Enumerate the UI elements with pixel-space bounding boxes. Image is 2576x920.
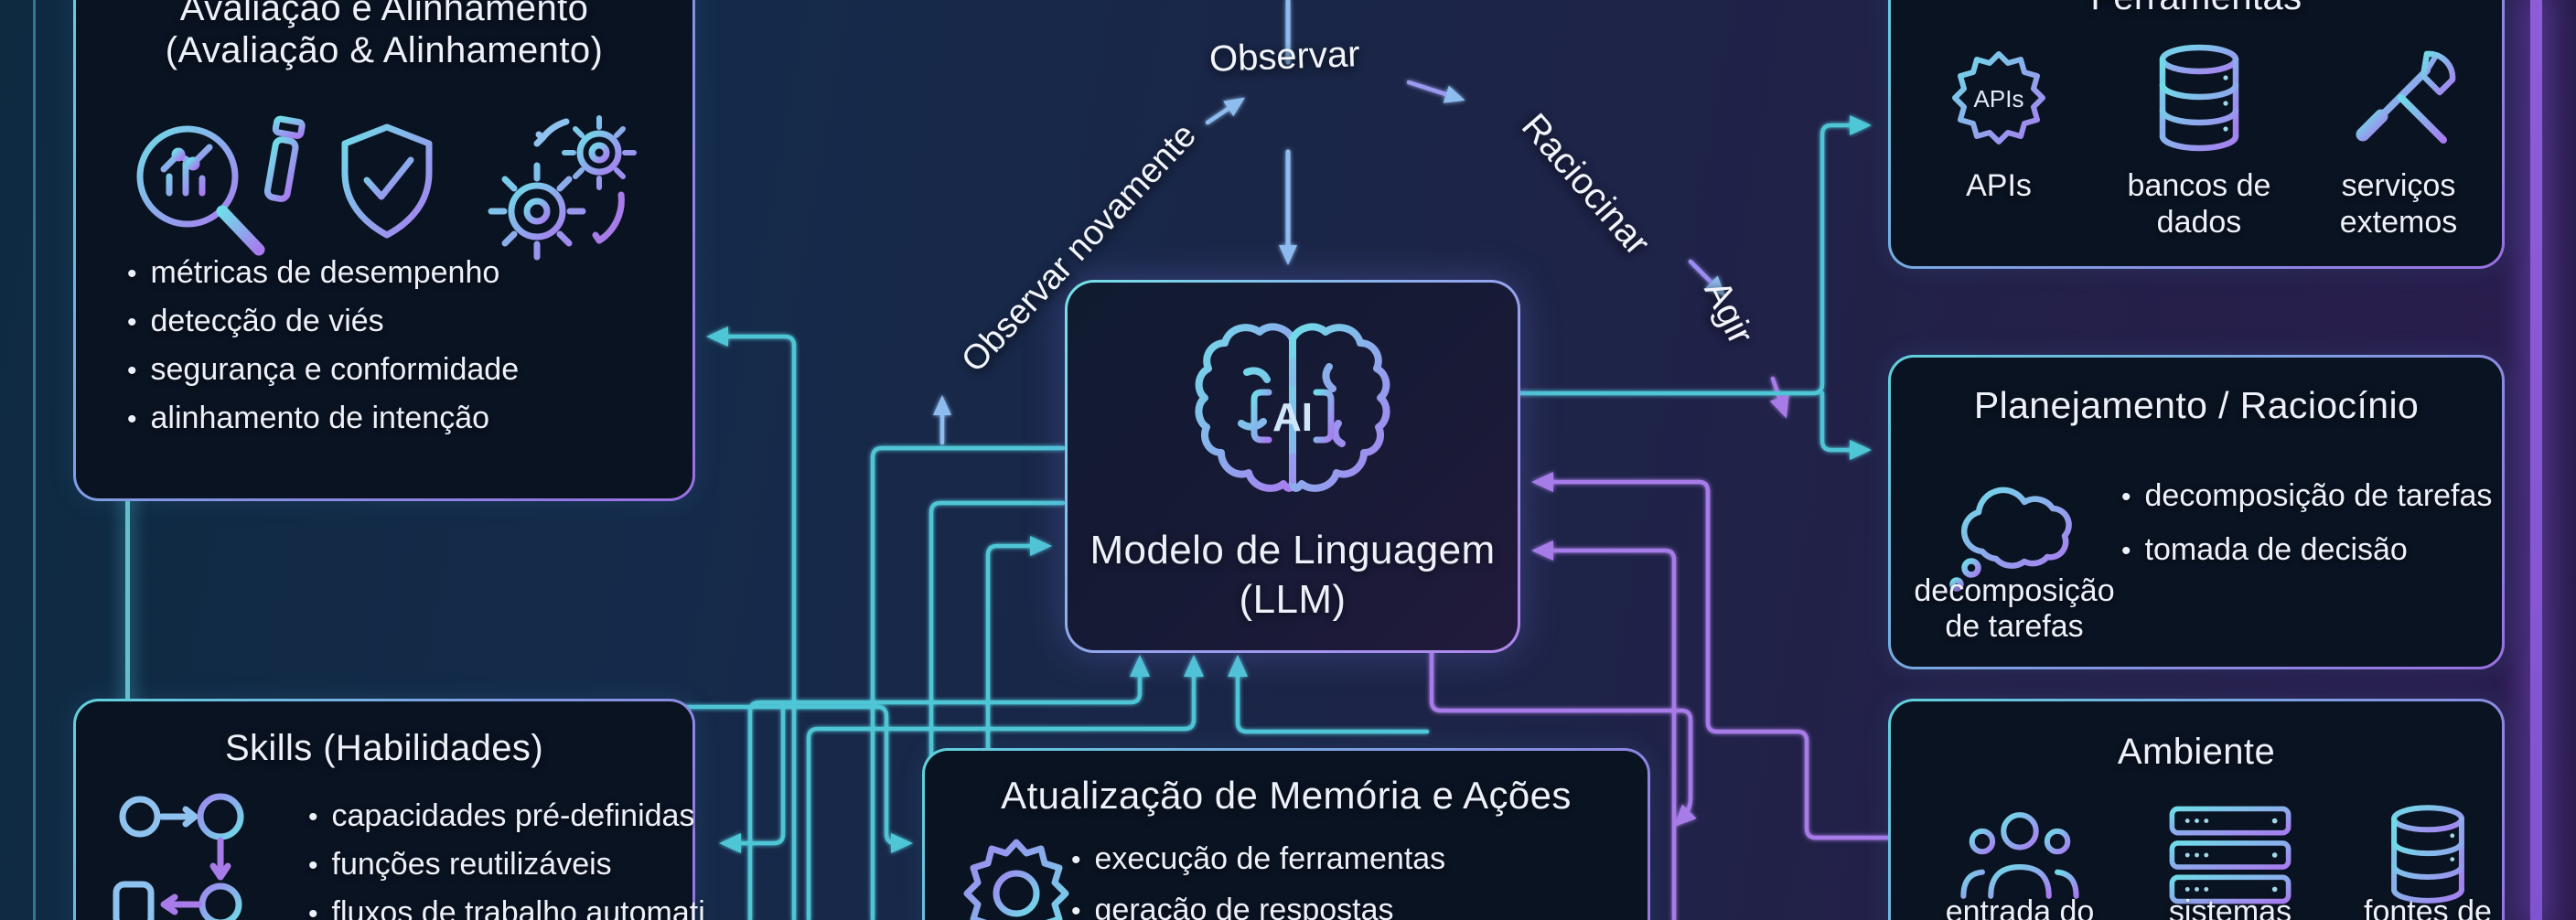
ambiente-label-entrada: entrada do bbox=[1945, 894, 2095, 920]
ferramentas-title: Ferramentas bbox=[1891, 0, 2502, 18]
bullet-dot-icon: • bbox=[127, 259, 137, 289]
llm-title-line2: (LLM) bbox=[1239, 577, 1347, 622]
connector-into-avaliacao bbox=[706, 326, 797, 348]
planejamento-bullet-1: • decomposição de tarefas bbox=[2121, 478, 2492, 514]
bullet-text: métricas de desempenho bbox=[150, 255, 500, 290]
caption-line: decomposição bbox=[1914, 573, 2115, 608]
connector-llm-bottom-3 bbox=[1228, 655, 1430, 734]
label-line: APIs bbox=[1966, 168, 2032, 203]
cycle-label-observar: Observar bbox=[1208, 34, 1361, 80]
atualizacao-bullet-1: • execução de ferramentas bbox=[1071, 841, 1445, 877]
label-line: serviços bbox=[2341, 168, 2456, 203]
label-line: bancos de bbox=[2127, 168, 2271, 203]
bullet-text: fluxos de trabalho automati bbox=[331, 895, 705, 920]
left-frame-line-outer bbox=[33, 0, 36, 920]
bullet-text: alinhamento de intenção bbox=[150, 401, 490, 435]
llm-title-line1: Modelo de Linguagem bbox=[1089, 528, 1496, 572]
ferramentas-label-servicos: serviços extemos bbox=[2307, 167, 2490, 241]
box-ferramentas: Ferramentas APIs bbox=[1888, 0, 2505, 269]
bullet-dot-icon: • bbox=[308, 899, 318, 920]
right-frame-bar bbox=[2530, 0, 2542, 920]
apis-gear-icon: APIs bbox=[1952, 51, 2045, 144]
box-atualizacao: Atualização de Memória e Ações • execução… bbox=[922, 748, 1650, 920]
database-icon bbox=[2159, 44, 2239, 152]
planejamento-caption: decomposição de tarefas bbox=[1900, 573, 2129, 645]
box-planejamento: Planejamento / Raciocínio • decomposição … bbox=[1888, 355, 2505, 669]
skills-bullet-2: • funções reutilizáveis bbox=[308, 847, 612, 883]
gears-sync-icon bbox=[488, 115, 637, 261]
ai-brain-label: AI bbox=[1272, 395, 1313, 440]
cycle-label-raciocinar: Raciocinar bbox=[1513, 106, 1658, 263]
skills-title: Skills (Habilidades) bbox=[224, 728, 544, 768]
skills-bullet-1: • capacidades pré-definidas bbox=[308, 798, 694, 834]
ferramentas-label-apis: APIs bbox=[1916, 167, 2081, 204]
box-ambiente: Ambiente bbox=[1888, 699, 2505, 920]
cycle-arrow-observar-raciocinar bbox=[1406, 80, 1465, 103]
cycle-label-agir: Agir bbox=[1696, 274, 1762, 351]
thought-cloud-icon bbox=[1949, 487, 2072, 592]
bullet-dot-icon: • bbox=[2121, 482, 2131, 512]
box-llm: AI Modelo de Linguagem (LLM) bbox=[1065, 280, 1520, 653]
atualizacao-title: Atualização de Memória e Ações bbox=[1001, 774, 1572, 817]
ambiente-label-fontes: fontes de bbox=[2364, 894, 2492, 920]
ambiente-label-sistemas: sistemas bbox=[2168, 894, 2292, 920]
cycle-arrow-agir-down bbox=[1769, 376, 1789, 419]
avaliacao-bullet-2: • detecção de viés bbox=[127, 304, 384, 339]
bullet-text: tomada de decisão bbox=[2144, 532, 2408, 567]
users-icon bbox=[1960, 812, 2079, 899]
bullet-text: funções reutilizáveis bbox=[331, 847, 612, 882]
tools-icon bbox=[2356, 50, 2456, 144]
bullet-text: segurança e conformidade bbox=[150, 352, 520, 387]
box-avaliacao-alinhamento: Avaliação e Alinhamento (Avaliação & Ali… bbox=[73, 0, 695, 501]
bullet-text: decomposição de tarefas bbox=[2144, 478, 2493, 513]
planejamento-title: Planejamento / Raciocínio bbox=[1973, 384, 2420, 426]
avaliacao-bullet-4: • alinhamento de intenção bbox=[127, 401, 489, 436]
ai-brain-icon: AI bbox=[1195, 323, 1390, 492]
label-line: extemos bbox=[2339, 205, 2458, 240]
chart-magnifier-icon bbox=[136, 115, 306, 256]
bullet-text: execução de ferramentas bbox=[1094, 841, 1446, 876]
bullet-text: detecção de viés bbox=[150, 304, 384, 338]
avaliacao-title-line2: (Avaliação & Alinhamento) bbox=[165, 30, 604, 70]
connector-into-skills bbox=[719, 700, 786, 853]
database-icon bbox=[2391, 805, 2464, 904]
caption-line: de tarefas bbox=[1945, 609, 2084, 644]
bullet-dot-icon: • bbox=[308, 850, 318, 881]
skills-bullet-3: • fluxos de trabalho automati bbox=[308, 895, 705, 920]
bullet-text: geração de respostas bbox=[1094, 893, 1394, 920]
connector-llm-to-planejamento bbox=[1819, 390, 1872, 460]
bullet-dot-icon: • bbox=[308, 802, 318, 832]
bullet-dot-icon: • bbox=[1071, 845, 1081, 875]
avaliacao-bullet-1: • métricas de desempenho bbox=[127, 255, 499, 291]
avaliacao-bullet-3: • segurança e conformidade bbox=[127, 352, 519, 388]
atualizacao-bullet-2: • geração de respostas bbox=[1071, 893, 1394, 920]
servers-icon bbox=[2169, 806, 2292, 904]
label-line: dados bbox=[2156, 205, 2242, 240]
bullet-dot-icon: • bbox=[1071, 896, 1081, 920]
bullet-dot-icon: • bbox=[127, 404, 137, 434]
box-skills: Skills (Habilidades) • capacidades pré-de… bbox=[73, 699, 705, 920]
bullet-dot-icon: • bbox=[127, 356, 137, 386]
shield-check-icon bbox=[341, 123, 433, 239]
apis-gear-label: APIs bbox=[1974, 85, 2024, 112]
ambiente-title: Ambiente bbox=[2117, 732, 2276, 772]
bullet-text: capacidades pré-definidas bbox=[331, 798, 695, 833]
bullet-dot-icon: • bbox=[2121, 536, 2131, 566]
workflow-icon bbox=[113, 793, 244, 920]
gear-icon bbox=[963, 839, 1069, 920]
ferramentas-label-bancos: bancos de dados bbox=[2108, 167, 2291, 241]
planejamento-bullet-2: • tomada de decisão bbox=[2121, 532, 2408, 568]
bullet-dot-icon: • bbox=[127, 307, 137, 337]
avaliacao-title-line1: Avaliação e Alinhamento bbox=[179, 0, 589, 28]
